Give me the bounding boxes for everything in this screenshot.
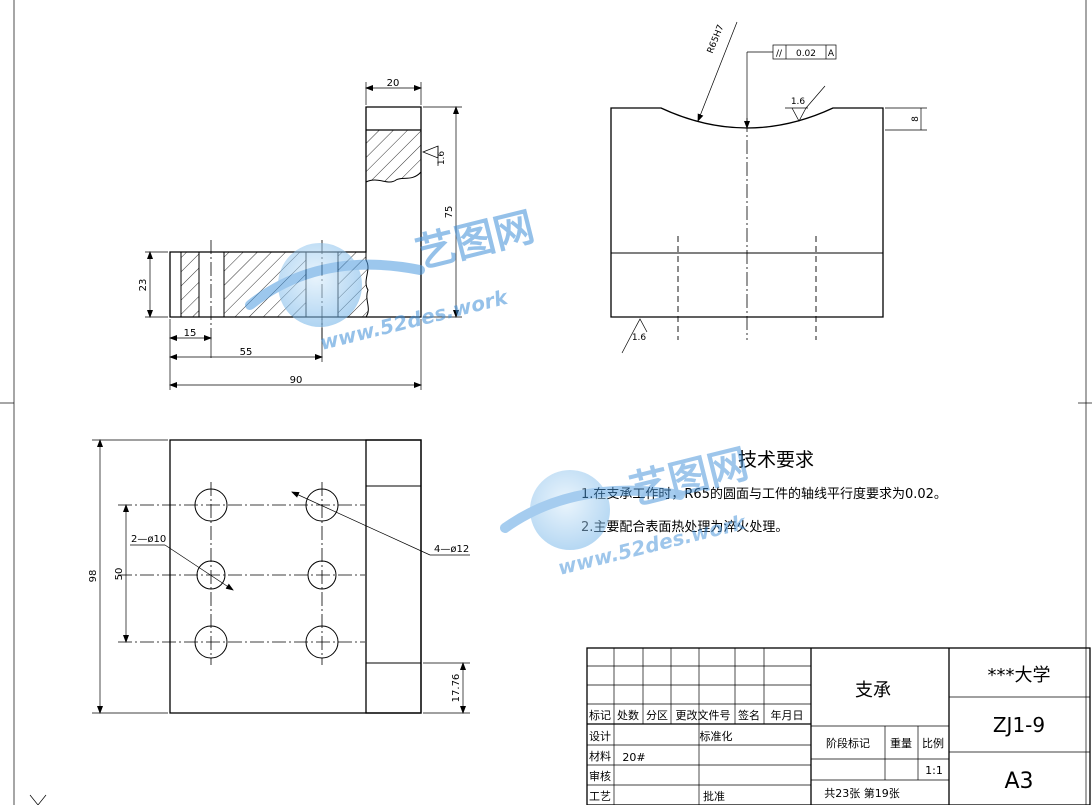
label-change-doc: 更改文件号 xyxy=(676,708,731,722)
watermark-brand: 艺图网 xyxy=(625,441,753,515)
label-review: 审核 xyxy=(589,769,611,783)
value-material: 20# xyxy=(622,751,645,764)
watermark-1: 艺图网 www.52des.work xyxy=(245,204,539,355)
dim-base-height: 23 xyxy=(138,279,149,292)
tech-heading: 技术要求 xyxy=(738,449,814,471)
label-scale: 比例 xyxy=(922,736,944,750)
front-view: R65H7 // 0.02 A 1.6 8 1.6 xyxy=(610,21,927,354)
school-name: ***大学 xyxy=(988,665,1051,686)
roughness-arc: 1.6 xyxy=(791,97,806,107)
drawing-number: ZJ1-9 xyxy=(993,713,1045,737)
dim-hole-spacing: 50 xyxy=(114,568,125,581)
label-design: 设计 xyxy=(589,730,611,743)
label-approve: 批准 xyxy=(703,789,725,803)
label-large-holes: 4—ø12 xyxy=(434,544,469,555)
dim-slot-height: 17.76 xyxy=(451,674,462,703)
value-scale: 1:1 xyxy=(925,764,943,777)
dim-hole-offset: 15 xyxy=(184,328,197,339)
plan-view: 98 50 2—ø10 4—ø12 17.76 xyxy=(88,439,470,714)
dim-plan-height: 98 xyxy=(88,570,99,583)
sheet-info: 共23张 第19张 xyxy=(824,786,900,800)
dim-front-radius: R65H7 xyxy=(706,23,727,55)
label-count: 处数 xyxy=(617,709,639,722)
tolerance-symbol: // xyxy=(776,49,783,59)
label-material: 材料 xyxy=(589,749,611,763)
tolerance-value: 0.02 xyxy=(796,49,816,59)
sheet-size: A3 xyxy=(1004,769,1033,794)
label-small-holes: 2—ø10 xyxy=(131,534,166,545)
tolerance-datum: A xyxy=(828,49,835,59)
dim-groove-depth: 8 xyxy=(911,116,921,122)
label-standardize: 标准化 xyxy=(700,729,733,743)
label-process: 工艺 xyxy=(589,790,611,803)
label-date: 年月日 xyxy=(771,708,804,722)
dim-top-width: 20 xyxy=(387,78,400,89)
roughness-side: 1.6 xyxy=(437,151,447,166)
label-zone: 分区 xyxy=(646,709,668,722)
label-stage-mark: 阶段标记 xyxy=(826,736,870,750)
watermark-2: 艺图网 www.52des.work xyxy=(500,441,753,580)
globe-logo xyxy=(245,243,425,327)
tech-item-2: 2.主要配合表面热处理为淬火处理。 xyxy=(581,520,788,535)
label-mark: 标记 xyxy=(589,708,611,722)
roughness-base: 1.6 xyxy=(632,333,647,343)
globe-logo xyxy=(500,470,685,550)
label-weight: 重量 xyxy=(890,736,912,750)
dim-side-height: 75 xyxy=(444,206,455,219)
label-signature: 签名 xyxy=(738,708,760,722)
part-name: 支承 xyxy=(855,680,891,701)
watermark-brand: 艺图网 xyxy=(411,204,539,278)
dim-center-offset: 55 xyxy=(240,347,253,358)
dim-overall-length: 90 xyxy=(290,375,303,386)
title-block: 标记 处数 分区 更改文件号 签名 年月日 设计 标准化 材料 20# 审核 工… xyxy=(586,647,1091,805)
